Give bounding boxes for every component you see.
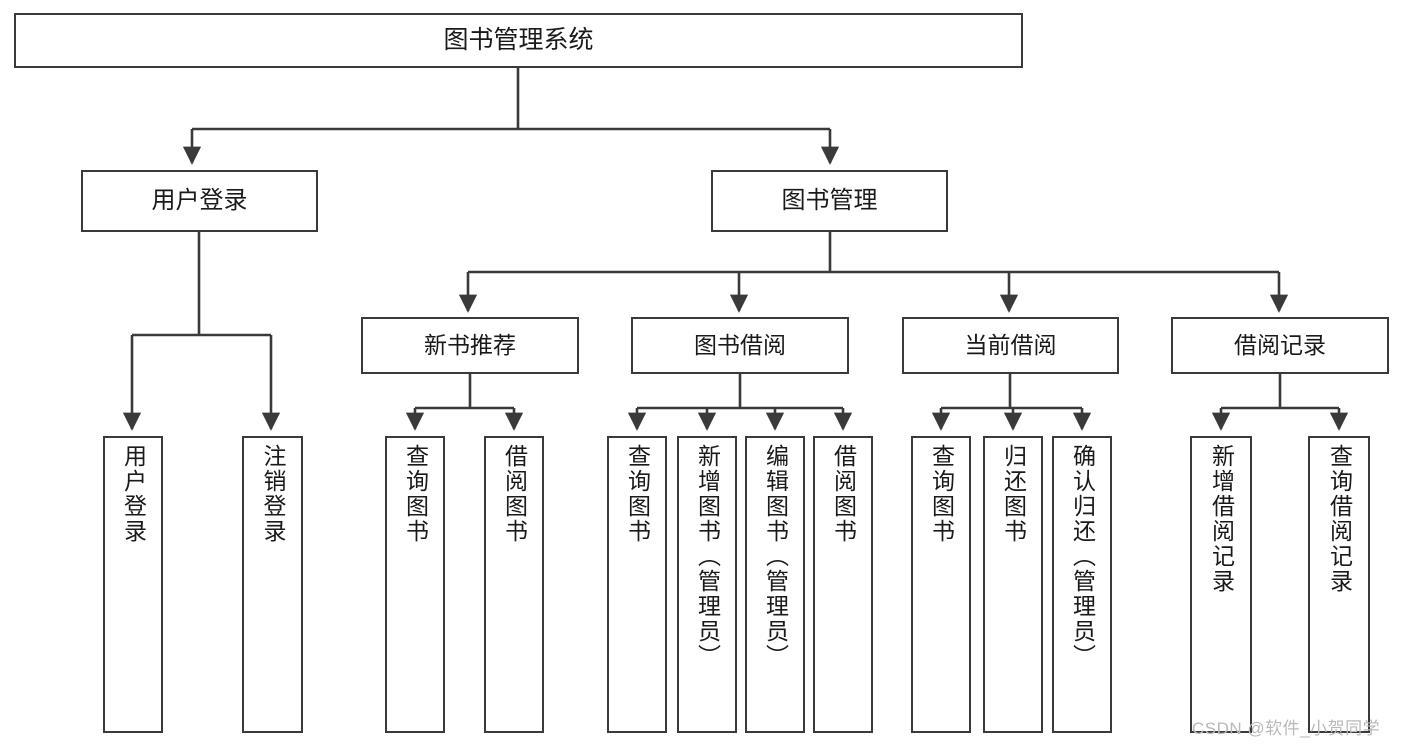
leaf-node-label: 用户登录	[120, 444, 147, 544]
node-new-book-recommend[interactable]: 新书推荐	[361, 317, 579, 374]
leaf-node[interactable]: 注销登录	[242, 436, 303, 733]
leaf-node[interactable]: 借阅图书	[813, 436, 873, 733]
leaf-node-label: 查询图书	[402, 444, 429, 544]
node-borrow-records[interactable]: 借阅记录	[1171, 317, 1389, 374]
leaf-node[interactable]: 新增图书（管理员）	[677, 436, 737, 733]
node-root-label: 图书管理系统	[443, 26, 594, 55]
leaf-node-label: 确认归还（管理员）	[1069, 444, 1096, 669]
node-book-management[interactable]: 图书管理	[711, 170, 948, 232]
leaf-node-label: 新增借阅记录	[1208, 444, 1235, 594]
leaf-node[interactable]: 查询图书	[607, 436, 667, 733]
node-current-borrow-label: 当前借阅	[964, 332, 1057, 359]
node-book-management-label: 图书管理	[781, 187, 878, 215]
node-book-borrow[interactable]: 图书借阅	[631, 317, 849, 374]
leaf-node[interactable]: 用户登录	[103, 436, 163, 733]
node-book-borrow-label: 图书借阅	[694, 332, 786, 359]
leaf-node[interactable]: 确认归还（管理员）	[1052, 436, 1112, 733]
leaf-node-label: 借阅图书	[830, 444, 857, 544]
leaf-node-label: 归还图书	[1000, 444, 1027, 544]
node-user-login-label: 用户登录	[151, 187, 248, 215]
leaf-node[interactable]: 查询图书	[911, 436, 971, 733]
node-borrow-records-label: 借阅记录	[1234, 332, 1326, 359]
leaf-node-label: 借阅图书	[501, 444, 528, 544]
leaf-node[interactable]: 查询借阅记录	[1308, 436, 1370, 733]
leaf-node-label: 新增图书（管理员）	[694, 444, 721, 669]
node-user-login[interactable]: 用户登录	[81, 170, 318, 232]
node-root[interactable]: 图书管理系统	[14, 13, 1023, 68]
leaf-node[interactable]: 新增借阅记录	[1190, 436, 1252, 733]
leaf-node-label: 查询图书	[624, 444, 651, 544]
node-current-borrow[interactable]: 当前借阅	[902, 317, 1119, 374]
leaf-node[interactable]: 归还图书	[983, 436, 1043, 733]
leaf-node-label: 查询图书	[928, 444, 955, 544]
leaf-node[interactable]: 查询图书	[385, 436, 445, 733]
leaf-node[interactable]: 借阅图书	[484, 436, 544, 733]
node-new-book-recommend-label: 新书推荐	[424, 332, 516, 359]
leaf-node-label: 编辑图书（管理员）	[762, 444, 789, 669]
leaf-node-label: 注销登录	[260, 444, 286, 544]
leaf-node[interactable]: 编辑图书（管理员）	[745, 436, 805, 733]
leaf-node-label: 查询借阅记录	[1326, 444, 1353, 594]
csdn-watermark: CSDN @软件_小贺同学	[1192, 719, 1381, 738]
